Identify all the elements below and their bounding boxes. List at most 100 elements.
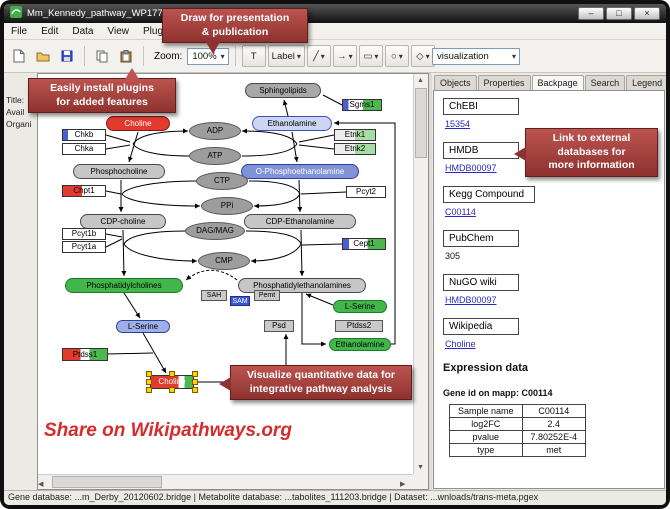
pathway-node-pcyt1b-18[interactable]: Pcyt1b (62, 228, 106, 240)
vertical-scroll-thumb[interactable] (415, 88, 427, 158)
arrow-tool[interactable]: →▾ (332, 45, 357, 67)
chevron-down-icon: ▾ (220, 51, 225, 61)
chevron-down-icon: ▾ (425, 51, 430, 61)
pathway-node-l-serine-32[interactable]: L-Serine (116, 320, 170, 333)
selection-handle[interactable] (146, 371, 152, 377)
maximize-button[interactable]: □ (606, 7, 632, 20)
open-file-button[interactable] (32, 45, 54, 67)
text-tool[interactable]: T (241, 45, 266, 67)
pathway-node-cept1-20[interactable]: Cept1 (342, 238, 386, 250)
minimize-button[interactable]: – (578, 7, 604, 20)
menu-item-view[interactable]: View (107, 25, 129, 37)
tab-legend[interactable]: Legend (626, 75, 666, 90)
ellipse-tool[interactable]: ○▾ (384, 45, 409, 67)
pathway-node-sphingolipids-0[interactable]: Sphingolipids (245, 83, 321, 98)
pathway-node-ptdss2-30[interactable]: Ptdss2 (335, 320, 383, 332)
pathway-node-pcyt2-14[interactable]: Pcyt2 (346, 186, 386, 198)
toolbar-separator (143, 46, 144, 66)
pathway-node-sgms1-1[interactable]: Sgms1 (342, 99, 382, 111)
horizontal-scrollbar[interactable]: ◀ ▶ (38, 474, 413, 489)
external-link-nugo-wiki[interactable]: HMDB00097 (445, 295, 497, 305)
selection-handle[interactable] (146, 379, 152, 385)
pathway-node-pcyt1a-19[interactable]: Pcyt1a (62, 241, 106, 253)
callout-line: more information (548, 159, 635, 172)
new-file-button[interactable] (8, 45, 30, 67)
backpage-header-wikipedia: Wikipedia (443, 318, 519, 335)
arrow-tool-icon: → (337, 50, 347, 62)
backpage-header-chebi: ChEBI (443, 98, 519, 115)
selection-handle[interactable] (192, 371, 198, 377)
pathway-node-ppi-15[interactable]: PPi (201, 197, 253, 215)
paste-button[interactable] (115, 45, 137, 67)
tab-objects[interactable]: Objects (434, 75, 477, 90)
pathway-node-ctp-12[interactable]: CTP (196, 172, 248, 190)
callout-line: for added features (56, 95, 148, 108)
pathway-node-chkb-6[interactable]: Chkb (62, 129, 106, 141)
scrollbar-corner (413, 474, 428, 489)
pathway-node-etnk2-4[interactable]: Etnk2 (334, 143, 376, 155)
panel-splitter[interactable] (429, 73, 432, 490)
backpage-header-hmdb: HMDB (443, 142, 519, 159)
pathway-node-cmp-22[interactable]: CMP (198, 252, 250, 270)
callout-line: Easily install plugins (50, 82, 154, 94)
scroll-left-icon[interactable]: ◀ (38, 481, 44, 488)
tab-backpage[interactable]: Backpage (531, 75, 584, 91)
horizontal-scroll-thumb[interactable] (52, 476, 162, 488)
pathway-node-ethanolamine-2[interactable]: Ethanolamine (252, 116, 332, 131)
tab-properties[interactable]: Properties (477, 75, 531, 90)
pathway-node-chpt1-13[interactable]: Chpt1 (62, 185, 106, 197)
scroll-right-icon[interactable]: ▶ (400, 481, 406, 488)
pathway-node-psd-28[interactable]: Psd (264, 320, 294, 332)
pathway-node-phosphatidylcholines-23[interactable]: Phosphatidylcholines (65, 278, 183, 293)
rectangle-tool[interactable]: ▭▾ (358, 45, 383, 67)
pathway-node-ptdss1-33[interactable]: Ptdss1 (62, 348, 108, 361)
pathway-node-ethanolamine-31[interactable]: Ethanolamine (329, 338, 391, 351)
selection-handle[interactable] (169, 371, 175, 377)
external-link-hmdb[interactable]: HMDB00097 (445, 163, 497, 173)
label-tool[interactable]: Label▾ (267, 45, 305, 67)
selection-handle[interactable] (146, 387, 152, 393)
selection-handle[interactable] (192, 387, 198, 393)
pathway-node-o-phosphoethanolamine-11[interactable]: O-Phosphoethanolamine (241, 164, 359, 179)
pathway-node-pemt-27[interactable]: Pemt (254, 290, 280, 301)
pathway-node-etnk1-3[interactable]: Etnk1 (334, 129, 376, 141)
external-link-kegg-compound[interactable]: C00114 (445, 207, 476, 217)
selection-handle[interactable] (192, 379, 198, 385)
visualization-combobox[interactable]: visualization▾ (432, 48, 520, 65)
external-link-chebi[interactable]: 15354 (445, 119, 471, 129)
menu-item-data[interactable]: Data (72, 25, 94, 37)
expression-cell: met (521, 443, 587, 457)
close-button[interactable]: × (634, 7, 660, 20)
pathway-node-l-serine-29[interactable]: L-Serine (333, 300, 387, 313)
label-tool-icon: Label (271, 50, 295, 62)
line-tool[interactable]: ╱▾ (306, 45, 331, 67)
pathway-node-cdp-choline-16[interactable]: CDP-choline (80, 214, 166, 229)
save-button[interactable] (56, 45, 78, 67)
selection-handle[interactable] (169, 387, 175, 393)
vertical-scrollbar[interactable]: ▲ ▼ (413, 74, 428, 474)
menu-item-plugins[interactable]: Plugins (142, 25, 176, 37)
tab-search[interactable]: Search (584, 75, 626, 90)
pathway-node-atp-9[interactable]: ATP (189, 147, 241, 165)
pathway-node-dag-mag-21[interactable]: DAG/MAG (185, 222, 245, 240)
pathway-node-chka-7[interactable]: Chka (62, 143, 106, 155)
copy-button[interactable] (91, 45, 113, 67)
pathway-node-cdp-ethanolamine-17[interactable]: CDP-Ethanolamine (244, 214, 356, 229)
pathway-node-phosphatidylethanolamines-24[interactable]: Phosphatidylethanolamines (238, 278, 366, 293)
scroll-down-icon[interactable]: ▼ (417, 464, 424, 471)
pathway-node-sam-26[interactable]: SAM (230, 296, 250, 306)
menu-item-edit[interactable]: Edit (41, 25, 59, 37)
window-controls: – □ × (578, 7, 660, 20)
scroll-up-icon[interactable]: ▲ (417, 77, 424, 84)
pathway-node-choline-5[interactable]: Choline (106, 116, 170, 131)
external-link-wikipedia[interactable]: Choline (445, 339, 476, 349)
menu-item-file[interactable]: File (11, 25, 28, 37)
pathway-node-adp-8[interactable]: ADP (189, 122, 241, 140)
pathway-node-sah-25[interactable]: SAH (201, 290, 227, 301)
pathway-node-phosphocholine-10[interactable]: Phosphocholine (73, 164, 165, 179)
